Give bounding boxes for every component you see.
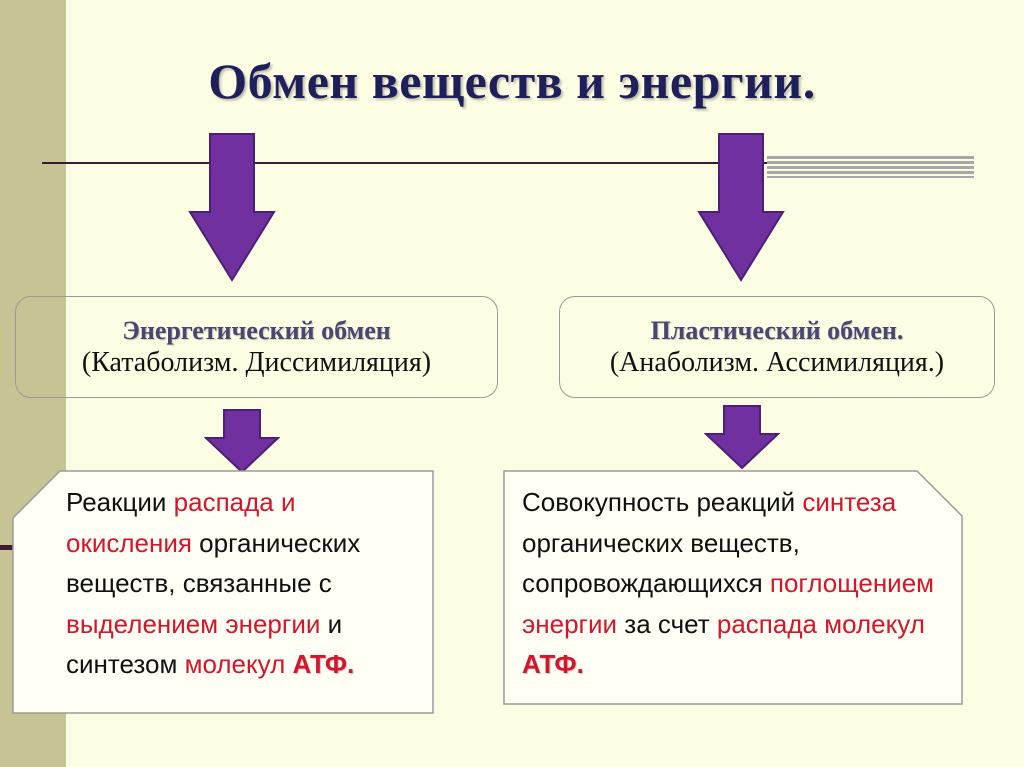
energy-exchange-subheading: (Катаболизм. Диссимиляция) [81,347,432,378]
arrow-down-icon-left-top [188,133,276,282]
page-title: Обмен веществ и энергии. [208,53,816,109]
energy-exchange-heading: Энергетический обмен [122,316,391,345]
decor-grey-stripes [767,156,974,178]
plastic-exchange-description: Совокупность реакций синтеза органически… [503,470,963,705]
plastic-exchange-heading: Пластический обмен. [650,316,904,345]
plastic-exchange-box: Пластический обмен. (Анаболизм. Ассимиля… [559,296,995,398]
arrow-down-icon-left-bottom [204,409,280,474]
energy-exchange-box: Энергетический обмен (Катаболизм. Диссим… [15,296,498,398]
arrow-down-icon-right-bottom [704,405,780,470]
title-underline [42,162,767,164]
note-shape [503,470,963,705]
note-shape [12,470,434,714]
arrow-down-icon-right-top [697,133,785,282]
plastic-exchange-subheading: (Анаболизм. Ассимиляция.) [609,347,945,378]
plastic-exchange-description-text: Совокупность реакций синтеза органически… [522,487,935,679]
